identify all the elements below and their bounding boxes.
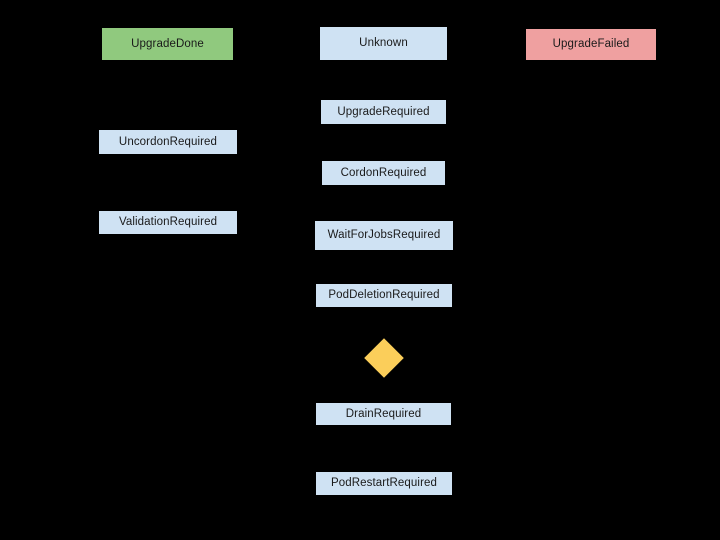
state-node-label: WaitForJobsRequired (327, 229, 441, 242)
state-node-label: PodRestartRequired (331, 477, 437, 490)
state-node-label: UncordonRequired (118, 135, 218, 148)
state-node-upgrade-required[interactable]: UpgradeRequired (321, 100, 446, 124)
state-node-label: ValidationRequired (118, 216, 218, 229)
state-node-label: PodDeletionRequired (328, 289, 440, 302)
state-node-pod-restart-required[interactable]: PodRestartRequired (316, 472, 452, 495)
state-node-pod-deletion-required[interactable]: PodDeletionRequired (316, 284, 452, 307)
state-node-upgrade-failed[interactable]: UpgradeFailed (526, 29, 656, 60)
state-node-uncordon-required[interactable]: UncordonRequired (99, 130, 237, 154)
state-node-label: CordonRequired (340, 166, 427, 179)
state-node-label: UpgradeDone (131, 37, 204, 50)
state-node-cordon-required[interactable]: CordonRequired (322, 161, 445, 185)
state-node-label: UpgradeRequired (337, 105, 430, 118)
state-node-wait-for-jobs-required[interactable]: WaitForJobsRequired (315, 221, 453, 250)
decision-diamond-node[interactable] (364, 338, 404, 378)
state-node-label: Unknown (359, 37, 408, 50)
state-node-label: DrainRequired (345, 407, 422, 420)
state-node-unknown[interactable]: Unknown (320, 27, 447, 60)
state-node-label: UpgradeFailed (552, 38, 630, 51)
state-node-drain-required[interactable]: DrainRequired (316, 403, 451, 425)
state-node-upgrade-done[interactable]: UpgradeDone (102, 28, 233, 60)
state-node-validation-required[interactable]: ValidationRequired (99, 211, 237, 234)
